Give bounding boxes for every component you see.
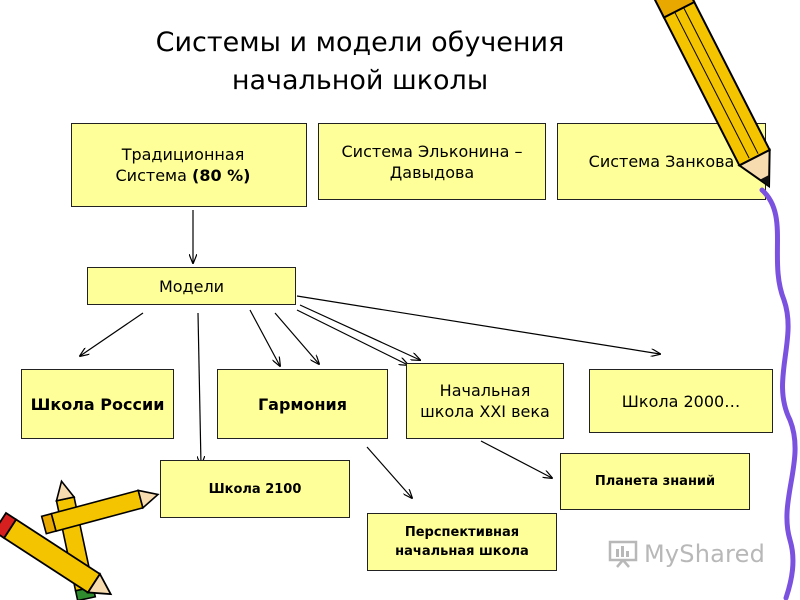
arrow-to-shkola-2000 — [296, 295, 660, 354]
traditional-system-line2: Система (80 %) — [115, 166, 251, 185]
arrow-to-perspektivnaya — [366, 446, 412, 498]
zankov-label: Система Занкова — [588, 152, 735, 171]
elkonin-line1: Система Эльконина – — [341, 141, 523, 161]
arrow-to-nachalnaya-1 — [296, 309, 408, 365]
traditional-system-box: Традиционная Система (80 %) — [71, 123, 307, 207]
model-garmoniya: Гармония — [217, 369, 388, 439]
watermark: MyShared — [608, 538, 765, 570]
elkonin-davydov-system-box: Система Эльконина – Давыдова — [318, 123, 546, 200]
models-box: Модели — [87, 267, 296, 305]
models-label: Модели — [158, 276, 225, 296]
model-planeta-znaniy: Планета знаний — [560, 453, 750, 510]
model-nachalnaya-shkola-xxi: Начальная школа XXI века — [406, 363, 564, 439]
arrow-to-shkola-rossii — [80, 312, 144, 356]
arrow-to-shkola-2100 — [198, 312, 201, 465]
pencil-icon — [40, 489, 160, 535]
arrow-to-garmoniya-1 — [249, 309, 280, 366]
title-line-1: Системы и модели обучения — [155, 27, 565, 58]
presentation-board-icon — [608, 540, 638, 568]
watermark-text: MyShared — [644, 540, 766, 568]
traditional-system-percent: (80 %) — [192, 166, 251, 185]
zankov-system-box: Система Занкова — [557, 123, 766, 200]
title-line-2: начальной школы — [231, 65, 489, 96]
pencil-icon — [0, 511, 113, 596]
model-shkola-2100: Школа 2100 — [160, 460, 350, 518]
model-shkola-2000: Школа 2000… — [589, 369, 773, 433]
page-title: Системы и модели обучения начальной школ… — [100, 24, 620, 100]
elkonin-line2: Давыдова — [389, 162, 475, 182]
traditional-system-line1: Традиционная — [121, 145, 245, 164]
pencil-icon — [653, 0, 771, 189]
arrow-to-planeta-znaniy — [480, 440, 552, 478]
arrow-to-garmoniya-2 — [274, 312, 319, 364]
arrow-to-nachalnaya-2 — [299, 304, 420, 360]
model-shkola-rossii: Школа России — [21, 369, 174, 439]
model-perspektivnaya: Перспективная начальная школа — [367, 513, 557, 571]
swoosh-decoration — [759, 187, 798, 600]
